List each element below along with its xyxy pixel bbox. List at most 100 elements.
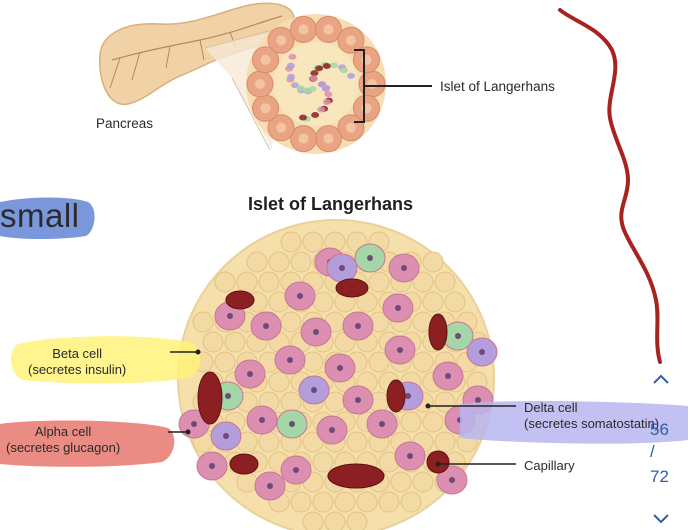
background-cell [192, 311, 214, 333]
acinar-cluster-center [361, 103, 372, 114]
islet-core-cell [303, 87, 312, 94]
background-cell [412, 271, 434, 293]
background-cell [422, 291, 444, 313]
background-cell [434, 271, 456, 293]
background-cell [412, 351, 434, 373]
islet-core-cell [324, 91, 333, 98]
beta-cell-nucleus [209, 463, 215, 469]
acinar-cluster-center [345, 122, 356, 133]
background-cell [236, 471, 258, 493]
beta-highlight [10, 336, 201, 384]
background-cell [434, 391, 456, 413]
background-cell [302, 351, 324, 373]
background-cell [422, 411, 444, 433]
acinar-cluster-center [361, 54, 372, 65]
beta-cell-nucleus [191, 421, 197, 427]
islet-core-cell [339, 67, 348, 74]
chevron-down-icon[interactable] [652, 512, 670, 526]
background-cell [356, 491, 378, 513]
alpha-cell-function: (secretes glucagon) [6, 440, 121, 455]
delta-cell-nucleus [367, 255, 373, 261]
beta-cell-nucleus [329, 427, 335, 433]
diagram-title: Islet of Langerhans [248, 194, 414, 214]
page-separator: / [650, 442, 655, 461]
beta-cell-nucleus [297, 293, 303, 299]
background-cell [324, 511, 346, 530]
acinar-cluster-center [255, 79, 265, 89]
background-cell [290, 251, 312, 273]
islet-core-cell [311, 111, 320, 118]
beta-cell-nucleus [287, 357, 293, 363]
delta-cell-nucleus [289, 421, 295, 427]
acinar-cluster-center [345, 35, 356, 46]
leader-lines [168, 351, 516, 465]
handwritten-word: small [0, 197, 80, 234]
islet-core-cell [317, 106, 326, 113]
delta-cell-nucleus [225, 393, 231, 399]
alpha-cell-nucleus [479, 349, 485, 355]
beta-cell-nucleus [395, 305, 401, 311]
islet-core-cell [310, 70, 319, 77]
background-cell [400, 491, 422, 513]
page-current: 56 [650, 420, 669, 439]
acinar-cluster-center [260, 103, 271, 114]
chevron-up-icon[interactable] [652, 372, 670, 386]
beta-cell-nucleus [247, 371, 253, 377]
background-cell [302, 511, 324, 530]
alpha-cell-nucleus [405, 393, 411, 399]
beta-cell-nucleus [227, 313, 233, 319]
beta-cell-nucleus [445, 373, 451, 379]
beta-cell-nucleus [259, 417, 265, 423]
background-cell [246, 251, 268, 273]
beta-cell-nucleus [407, 453, 413, 459]
background-cell [302, 231, 324, 253]
beta-cell-nucleus [449, 477, 455, 483]
background-cell [312, 491, 334, 513]
acinar-cluster-center [298, 24, 309, 35]
beta-cell-nucleus [397, 347, 403, 353]
beta-cell-nucleus [355, 397, 361, 403]
background-cell [368, 351, 390, 373]
acinar-cluster-center [367, 79, 377, 89]
alpha-cell-nucleus [311, 387, 317, 393]
capillary [428, 313, 448, 351]
background-cell [302, 431, 324, 453]
capillary [327, 463, 385, 489]
islet-core-cell [330, 62, 339, 69]
islet-core-cell [287, 73, 296, 80]
capillary [229, 453, 259, 475]
islet-label: Islet of Langerhans [440, 79, 555, 94]
islet-bracket [354, 49, 432, 123]
acinar-cluster-center [276, 122, 287, 133]
islet-core-cell [317, 81, 326, 88]
capillary [225, 290, 255, 310]
background-cell [290, 491, 312, 513]
acinar-cluster-center [298, 133, 309, 144]
beta-cell-nucleus [355, 323, 361, 329]
acinar-cluster-center [276, 35, 287, 46]
islet-core-cell [296, 85, 305, 92]
background-cell [268, 251, 290, 273]
delta-cell-function: (secretes somatostatin) [524, 416, 660, 431]
delta-highlight [460, 400, 688, 444]
beta-cell-name: Beta cell [52, 346, 103, 361]
pen-annotation [558, 8, 662, 364]
beta-cell-nucleus [267, 483, 273, 489]
background-cell [268, 371, 290, 393]
islet-core-cell [315, 65, 324, 72]
islet-core-cell [309, 75, 318, 82]
background-cell [280, 311, 302, 333]
beta-cell-nucleus [337, 365, 343, 371]
small-highlight [0, 197, 95, 239]
islet-core-cell [347, 72, 356, 79]
alpha-highlight [0, 420, 175, 467]
islet-core-cell [298, 114, 307, 121]
beta-cell-nucleus [293, 467, 299, 473]
pancreas-label: Pancreas [96, 116, 154, 131]
small-islet [246, 14, 386, 154]
large-islet [177, 219, 498, 530]
delta-cell-label: Delta cell (secretes somatostatin) [524, 400, 659, 432]
background-cell [224, 331, 246, 353]
